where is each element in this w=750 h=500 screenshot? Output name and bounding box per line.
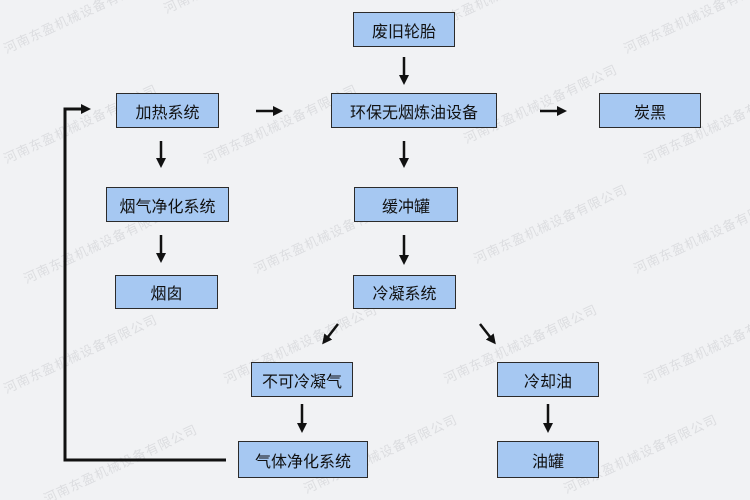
node-refining-equipment: 环保无烟炼油设备	[331, 93, 497, 128]
node-oil-tank: 油罐	[497, 441, 599, 478]
node-cooling-oil: 冷却油	[497, 362, 599, 397]
arrow-condensing-to-noncondensable-gas	[322, 323, 339, 345]
arrow-gas-purify-feedback-to-heating	[63, 104, 226, 462]
node-buffer-tank: 缓冲罐	[354, 187, 458, 222]
node-chimney: 烟囱	[115, 275, 218, 309]
node-gas-purification: 气体净化系统	[238, 441, 368, 478]
arrow-condensing-to-cooling-oil	[479, 323, 496, 345]
node-noncondensable-gas: 不可冷凝气	[251, 362, 353, 397]
node-carbon-black: 炭黑	[599, 93, 701, 128]
node-waste-tire: 废旧轮胎	[353, 12, 455, 47]
node-condensing-system: 冷凝系统	[353, 275, 456, 309]
node-heating-system: 加热系统	[116, 93, 219, 128]
node-smoke-purification: 烟气净化系统	[106, 187, 229, 222]
